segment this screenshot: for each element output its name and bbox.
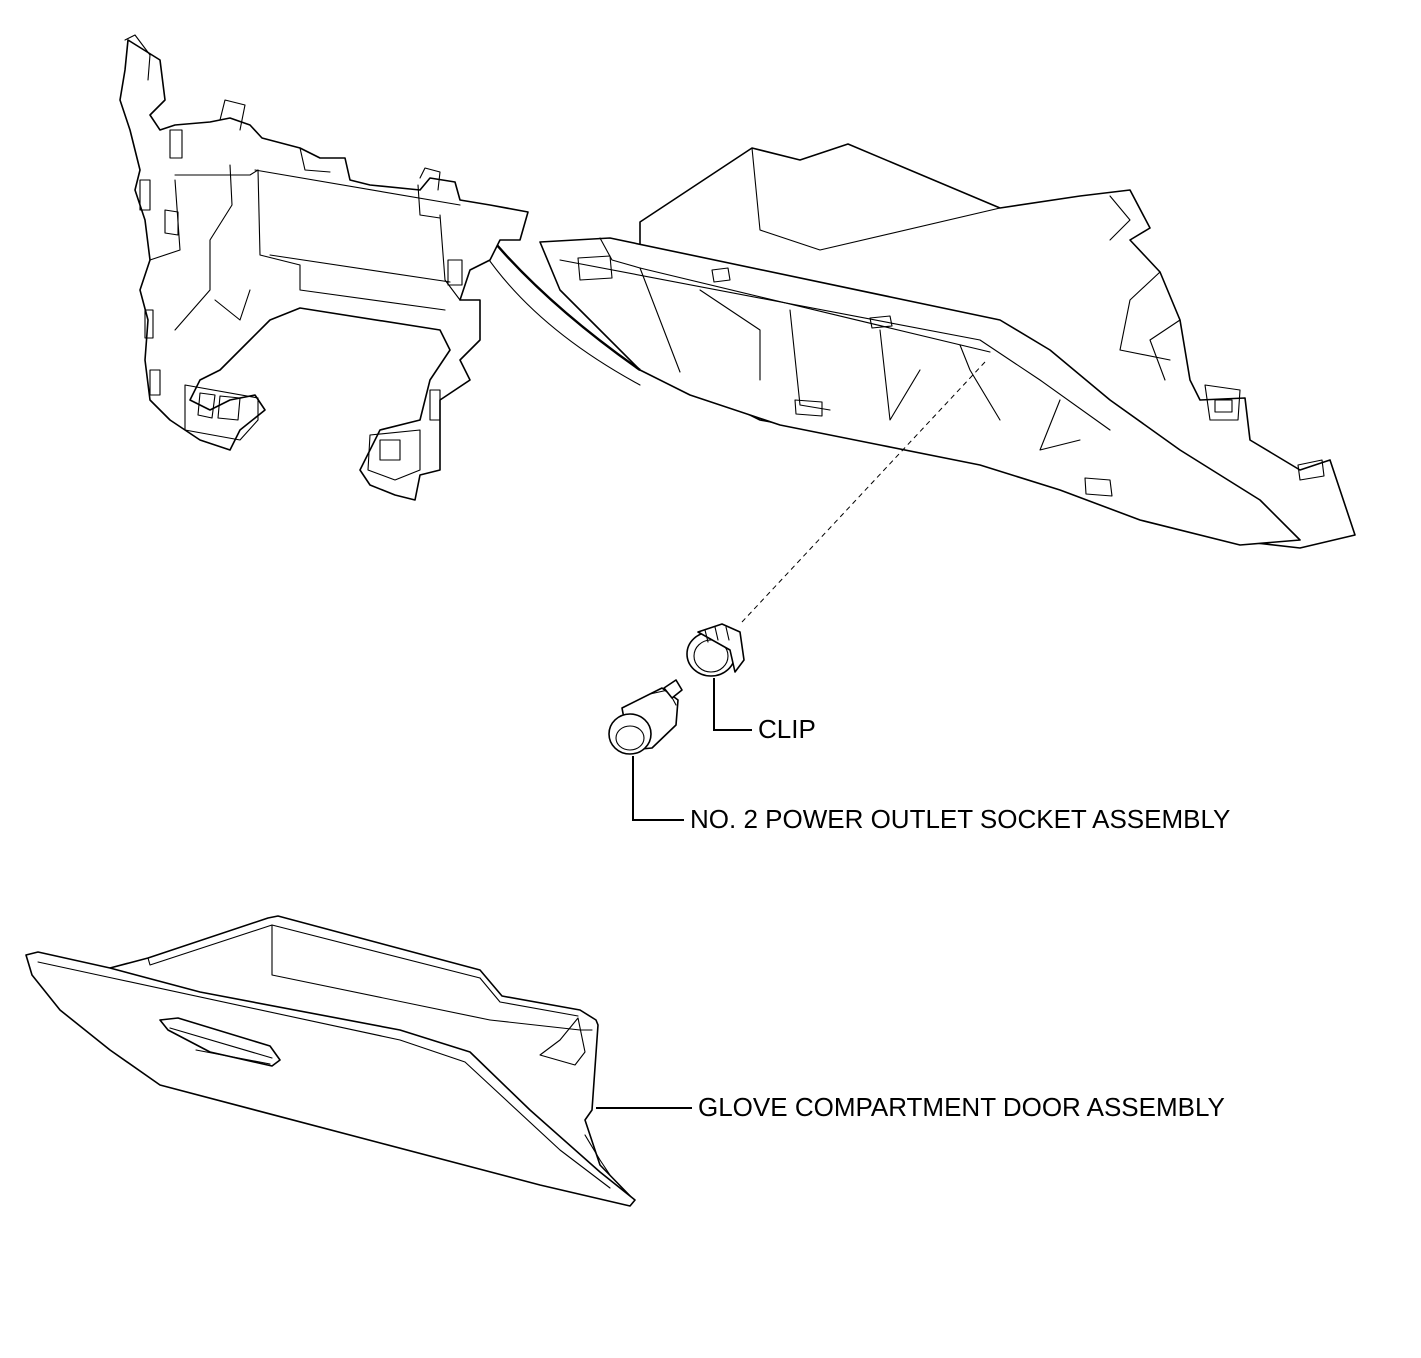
power-outlet-socket-label: NO. 2 POWER OUTLET SOCKET ASSEMBLY (690, 804, 1230, 834)
clip-leader-line (713, 678, 752, 731)
power-outlet-leader-line (632, 756, 684, 821)
clip-label: CLIP (758, 714, 816, 744)
instrument-panel-bracket (119, 34, 529, 501)
glove-compartment-door-label: GLOVE COMPARTMENT DOOR ASSEMBLY (698, 1092, 1225, 1122)
leader-lines (596, 678, 752, 1109)
glove-compartment-door-part (25, 915, 636, 1207)
instrument-panel-housing (469, 143, 1356, 549)
power-outlet-socket-part (608, 679, 683, 755)
clip-part (686, 623, 745, 677)
